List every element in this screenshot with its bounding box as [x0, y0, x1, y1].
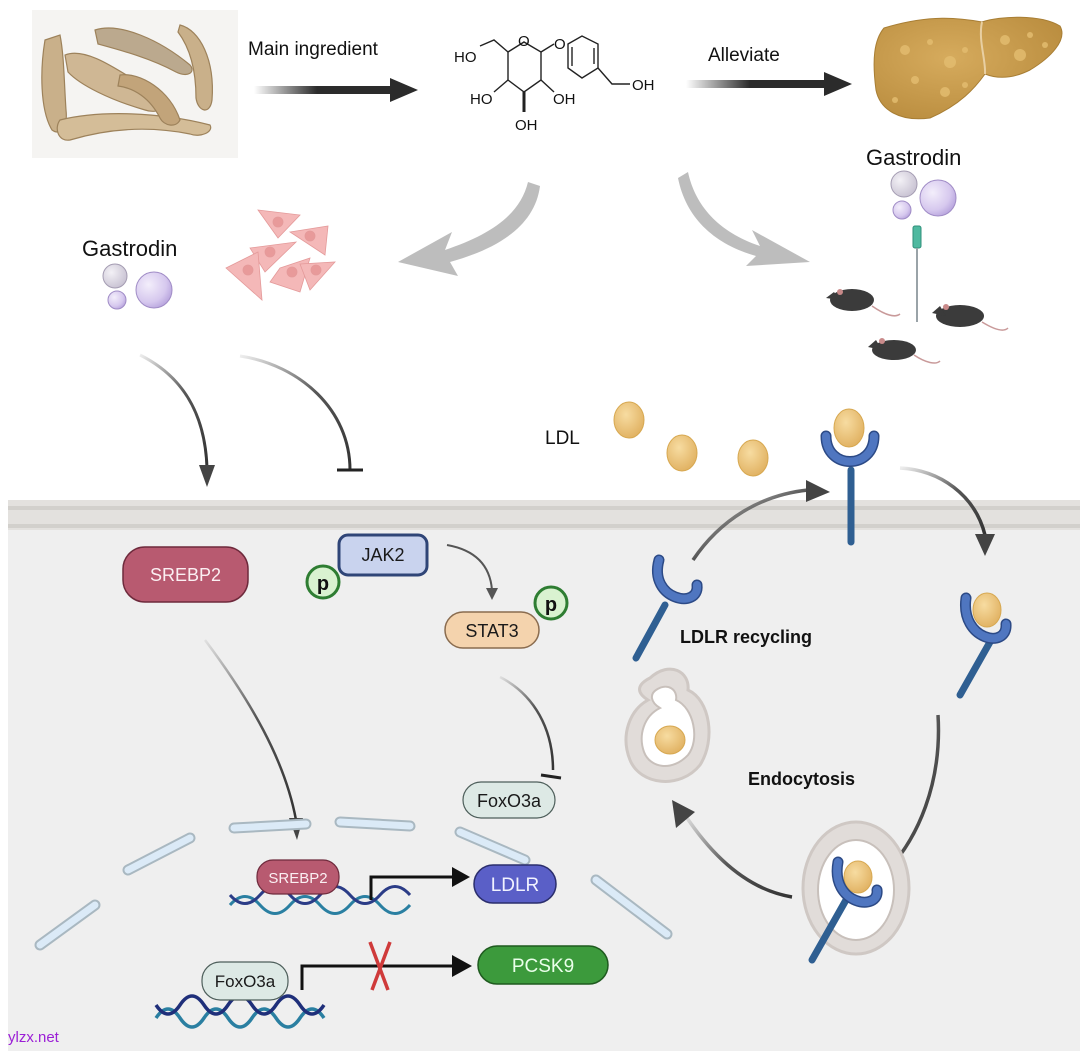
main-ingredient-arrow: Main ingredient	[248, 39, 418, 102]
fatty-liver-icon	[873, 16, 1063, 120]
in-vivo-big-arrow	[678, 172, 810, 266]
ldl-particles	[613, 401, 769, 477]
in-vitro-gastrodin-label: Gastrodin	[82, 236, 177, 261]
ldlr-recycled-receptor	[632, 554, 703, 662]
recycling-to-surface-arrow	[691, 488, 809, 561]
foxo3a-label: FoxO3a	[477, 791, 542, 811]
syringe-needle-icon	[912, 225, 922, 322]
phospho-label: p	[317, 573, 329, 595]
srebp2-protein: SREBP2	[122, 546, 249, 603]
pcsk9-gene-product: PCSK9	[477, 945, 609, 985]
srebp2-to-nucleus-arrow	[203, 639, 298, 821]
glycosidic-oxygen-label: O	[554, 36, 566, 53]
ldl-label: LDL	[545, 428, 580, 449]
endosome-to-lysosome-arrow	[683, 814, 793, 899]
main-ingredient-label: Main ingredient	[248, 39, 379, 60]
activation-arrow-to-srebp2	[139, 353, 209, 469]
arrow-head	[452, 867, 470, 887]
arrow-head	[672, 800, 695, 828]
ldl-particle-icon	[737, 439, 769, 477]
stat3-protein: STAT3	[444, 611, 540, 649]
alleviate-arrow: Alleviate	[686, 45, 852, 96]
hydroxyl-c3-label: OH	[515, 117, 538, 134]
jak2-protein: JAK2	[337, 533, 429, 577]
phospho-label: p	[545, 594, 557, 616]
arrow-head	[486, 588, 498, 600]
alleviate-label: Alleviate	[708, 45, 780, 66]
ldlr-label: LDLR	[491, 875, 540, 896]
stat3-phospho-badge: p	[533, 585, 569, 621]
ldlr-internalizing-receptor	[956, 592, 1012, 699]
inhibition-line-to-jak2	[239, 354, 352, 471]
nuclear-envelope	[34, 816, 673, 951]
arrow-head	[975, 534, 995, 556]
sorting-endosome	[624, 667, 711, 783]
foxo3a-bound-protein: FoxO3a	[201, 961, 289, 1001]
arrow-head	[199, 465, 215, 487]
foxo3a-protein: FoxO3a	[462, 781, 556, 819]
hydroxyl-c6-label: HO	[454, 49, 477, 66]
ldl-particle-icon	[972, 592, 1002, 628]
srebp2-bound-label: SREBP2	[268, 870, 327, 887]
ldl-particle-icon	[843, 860, 873, 894]
endosome-with-receptor	[801, 820, 911, 964]
ldlr-recycling-label: LDLR recycling	[680, 627, 812, 647]
srebp2-bound-protein: SREBP2	[256, 859, 340, 895]
mouse-icon	[826, 289, 901, 317]
watermark: ylzx.net	[8, 1029, 60, 1046]
ldl-particle-icon	[654, 725, 686, 755]
mouse-icon	[932, 304, 1009, 331]
herb-photo	[32, 10, 238, 158]
dna-helix-ldlr-promoter	[228, 885, 412, 915]
cultured-cells-icon	[225, 209, 336, 301]
hydroxyl-c2-label: OH	[553, 91, 576, 108]
ring-oxygen-label: O	[518, 33, 530, 50]
jak2-phospho-badge: p	[305, 564, 341, 600]
jak2-to-stat3-arrow	[446, 544, 493, 591]
in-vivo-gastrodin-label: Gastrodin	[866, 145, 961, 170]
ldl-particle-icon	[613, 401, 645, 439]
mice-icon	[826, 289, 1009, 364]
arrow-head	[806, 480, 830, 502]
binding-to-internalization-arrow	[899, 466, 987, 536]
ldlr-surface-receptor	[820, 408, 880, 546]
ldl-particle-icon	[666, 434, 698, 472]
stat3-label: STAT3	[465, 621, 518, 641]
foxo3a-bound-label: FoxO3a	[215, 972, 276, 991]
hydroxymethyl-label: OH	[632, 77, 655, 94]
in-vitro-big-arrow	[398, 182, 540, 276]
hydroxyl-c4-label: HO	[470, 91, 493, 108]
endocytosis-label: Endocytosis	[748, 769, 855, 789]
mouse-icon	[868, 338, 941, 364]
ldl-particle-icon	[833, 408, 865, 448]
gastrodin-bubbles-icon	[102, 263, 173, 310]
ldlr-transcription-arrow	[369, 875, 455, 900]
ldlr-gene-product: LDLR	[473, 864, 557, 904]
srebp2-label: SREBP2	[150, 565, 221, 585]
gastrodin-molecule: O O HO HO OH OH OH	[454, 33, 655, 134]
pcsk9-label: PCSK9	[512, 956, 574, 977]
gastrodin-bubbles-icon	[890, 170, 957, 220]
inhibition-bar	[540, 773, 562, 780]
stat3-inhibits-foxo3a-line	[499, 675, 555, 771]
pcsk9-transcription-arrow	[300, 964, 456, 990]
blocked-transcription-mark	[368, 941, 392, 991]
jak2-label: JAK2	[361, 545, 404, 565]
arrow-head	[452, 955, 472, 977]
